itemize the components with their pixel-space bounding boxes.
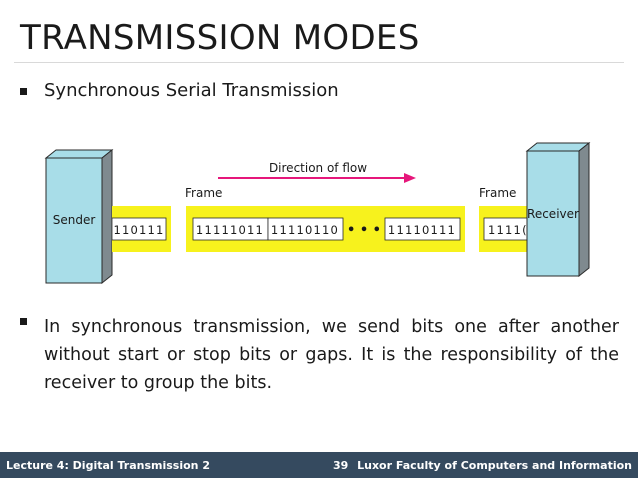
footer-page-number: 39 — [333, 459, 349, 472]
sender-device: Sender — [44, 148, 114, 285]
sender-label: Sender — [53, 213, 96, 227]
frame-label-left: Frame — [185, 186, 222, 200]
frame-label-right: Frame — [479, 186, 516, 200]
footer-lecture-title: Lecture 4: Digital Transmission 2 — [6, 459, 210, 472]
frame-byte-1: 11111011 — [196, 223, 264, 237]
frame-byte-2-box — [267, 217, 344, 241]
middle-frame: 11111011 11110110 • • • 11110111 — [186, 206, 465, 252]
left-partial-bits: 110111 — [113, 223, 164, 237]
slide-footer: Lecture 4: Digital Transmission 2 39 Lux… — [0, 452, 638, 478]
bullet-synchronous-serial: Synchronous Serial Transmission — [44, 80, 339, 101]
receiver-device: Receiver — [525, 141, 591, 278]
sender-top-face — [44, 149, 114, 159]
footer-institution: Luxor Faculty of Computers and Informati… — [357, 459, 632, 472]
receiver-side-face — [578, 141, 590, 278]
synchronous-transmission-diagram: Sender 110111 Direction of flow Frame 11… — [44, 141, 591, 285]
sender-side-face — [101, 148, 113, 285]
bullet-synchronous-description: In synchronous transmission, we send bit… — [44, 317, 619, 393]
receiver-front-face — [526, 150, 580, 277]
right-partial-bits: 1111( — [488, 223, 528, 237]
square-bullet-icon — [20, 318, 27, 325]
direction-of-flow-label: Direction of flow — [269, 161, 367, 175]
left-partial-frame: 110111 — [111, 206, 171, 252]
ellipsis-dots: • • • — [347, 223, 381, 238]
frame-byte-2: 11110110 — [271, 223, 339, 237]
frame-byte-3: 11110111 — [388, 223, 456, 237]
left-bits-box — [111, 217, 167, 241]
title-divider — [14, 62, 624, 63]
receiver-label: Receiver — [527, 207, 579, 221]
frame-byte-3-box — [384, 217, 461, 241]
direction-arrow-icon — [218, 173, 416, 183]
slide-title: TRANSMISSION MODES — [20, 18, 420, 58]
square-bullet-icon — [20, 88, 27, 95]
sender-front-face — [45, 157, 103, 284]
right-partial-frame: 1111( — [479, 206, 530, 252]
